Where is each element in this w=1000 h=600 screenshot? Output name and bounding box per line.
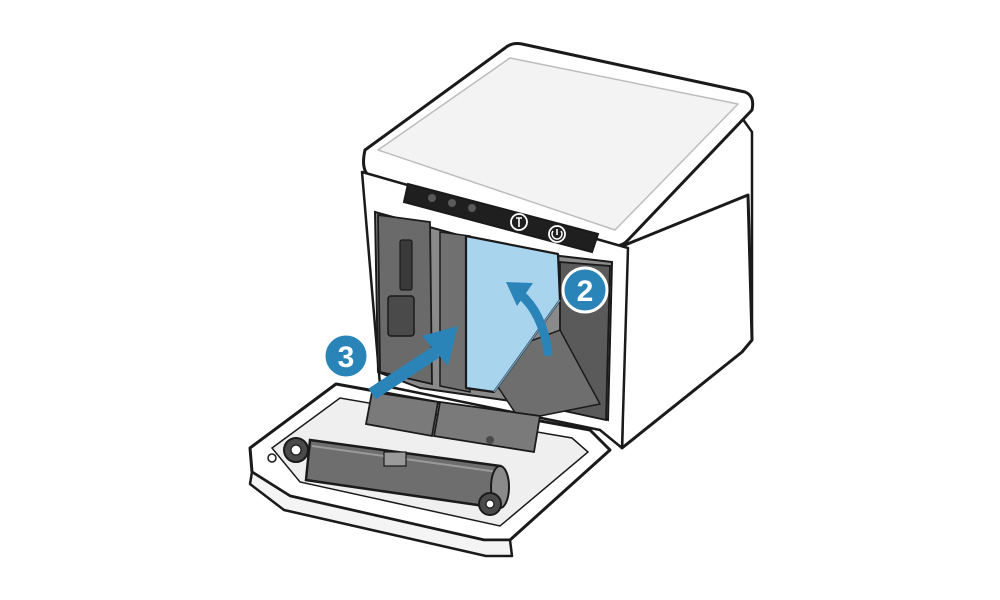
step-2-label: 2 <box>577 275 594 308</box>
front-cover-bottom-lip <box>248 470 514 558</box>
compartment-slot <box>399 239 413 291</box>
printer-right-side <box>620 193 754 450</box>
roller-gear-right-icon <box>478 492 502 516</box>
step-2-badge: 2 <box>561 266 609 314</box>
printer-top-lid-inner <box>377 57 739 231</box>
compartment-latch <box>387 295 415 337</box>
cutter-screw-icon <box>486 436 494 444</box>
curved-arrow-up-head <box>506 282 533 306</box>
printer-right-edge <box>740 117 754 340</box>
feed-button-icon[interactable] <box>510 213 528 231</box>
paper-guide-edge <box>493 299 561 393</box>
straight-arrow-icon <box>368 346 440 400</box>
control-panel-indicators <box>428 194 476 212</box>
step-3-label: 3 <box>338 341 355 374</box>
curved-arrow-up-icon <box>515 289 553 357</box>
paper-led-icon <box>448 199 456 207</box>
step-3-badge: 3 <box>322 332 370 380</box>
roller-gear-left-icon <box>283 437 309 463</box>
cutter-block-left <box>364 390 440 438</box>
power-led-icon <box>428 194 436 202</box>
cutter-block-right <box>432 400 542 454</box>
cover-screw-icon <box>267 453 277 463</box>
power-button-icon[interactable] <box>548 225 566 243</box>
error-led-icon <box>468 204 476 212</box>
straight-arrow-head <box>422 326 458 366</box>
